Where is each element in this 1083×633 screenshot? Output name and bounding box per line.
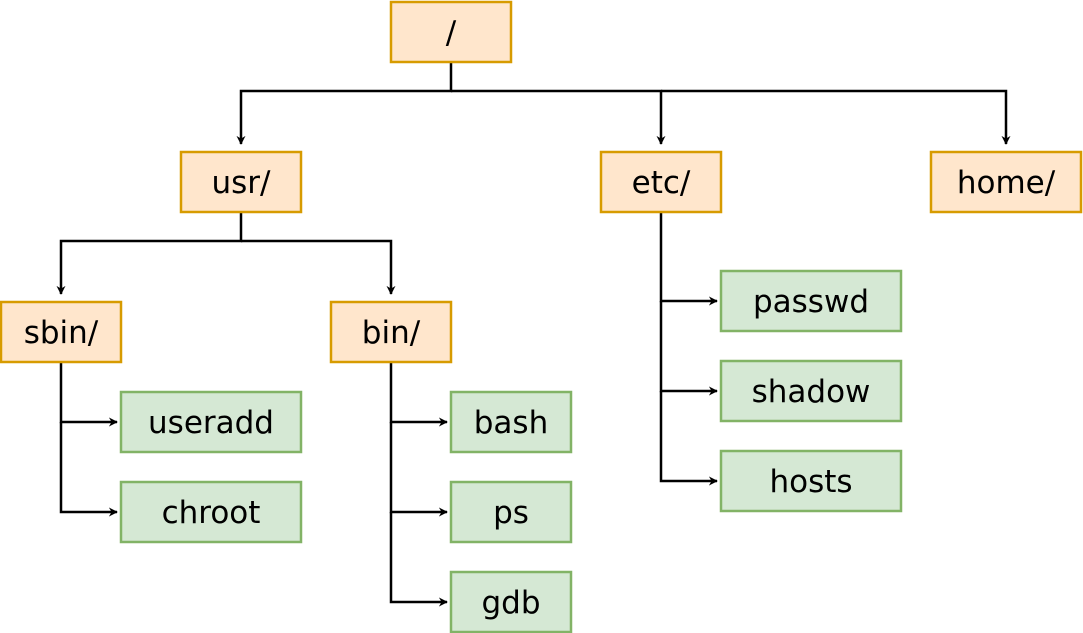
file-label-ps: ps <box>493 495 529 531</box>
file-node-passwd[interactable]: passwd <box>719 269 903 333</box>
file-label-bash: bash <box>474 405 548 441</box>
dir-box <box>389 0 513 64</box>
dir-node-etc[interactable]: etc/ <box>599 150 723 214</box>
edge-usr-sbin <box>56 212 243 295</box>
file-label-shadow: shadow <box>752 374 871 410</box>
file-box <box>719 449 903 513</box>
file-box <box>119 480 303 544</box>
dir-node-bin[interactable]: bin/ <box>329 300 453 364</box>
dir-box <box>329 300 453 364</box>
edge-etc-shadow <box>659 301 718 396</box>
edges <box>56 62 1011 607</box>
file-node-ps[interactable]: ps <box>449 480 573 544</box>
file-node-hosts[interactable]: hosts <box>719 449 903 513</box>
edge-etc-passwd <box>659 212 718 306</box>
dir-node-root[interactable]: / <box>389 0 513 64</box>
edge-root-etc <box>451 89 666 145</box>
dir-label-usr: usr/ <box>212 165 272 201</box>
file-node-useradd[interactable]: useradd <box>119 390 303 454</box>
edge-root-usr <box>236 62 453 145</box>
file-box <box>719 359 903 423</box>
edge-bin-ps <box>389 422 448 517</box>
dir-node-home[interactable]: home/ <box>929 150 1083 214</box>
file-label-hosts: hosts <box>769 464 852 500</box>
edge-bin-gdb <box>389 512 448 607</box>
dir-node-sbin[interactable]: sbin/ <box>0 300 123 364</box>
dir-box <box>929 150 1083 214</box>
file-node-gdb[interactable]: gdb <box>449 570 573 633</box>
file-box <box>119 390 303 454</box>
dir-label-home: home/ <box>957 165 1056 201</box>
file-label-gdb: gdb <box>481 585 540 621</box>
file-box <box>719 269 903 333</box>
edge-sbin-useradd <box>59 362 118 427</box>
file-node-shadow[interactable]: shadow <box>719 359 903 423</box>
file-label-useradd: useradd <box>148 405 274 441</box>
file-label-passwd: passwd <box>753 284 869 320</box>
dir-box <box>0 300 123 364</box>
file-node-bash[interactable]: bash <box>449 390 573 454</box>
file-box <box>449 480 573 544</box>
directory-nodes: / usr/ etc/ home/ sbin/ bin/ <box>0 0 1083 364</box>
edge-usr-bin <box>241 239 396 295</box>
file-box <box>449 390 573 454</box>
dir-box <box>179 150 303 214</box>
dir-label-bin: bin/ <box>362 315 421 351</box>
dir-label-root: / <box>446 15 457 51</box>
edge-root-home <box>661 89 1011 145</box>
edge-sbin-chroot <box>59 422 118 517</box>
dir-node-usr[interactable]: usr/ <box>179 150 303 214</box>
file-node-chroot[interactable]: chroot <box>119 480 303 544</box>
edge-etc-hosts <box>659 391 718 486</box>
file-label-chroot: chroot <box>162 495 261 531</box>
dir-label-sbin: sbin/ <box>24 315 99 351</box>
file-box <box>449 570 573 633</box>
edge-bin-bash <box>389 362 448 427</box>
dir-label-etc: etc/ <box>632 165 691 201</box>
file-nodes: useradd chroot bash ps gdb passwd shadow <box>119 269 903 633</box>
dir-box <box>599 150 723 214</box>
